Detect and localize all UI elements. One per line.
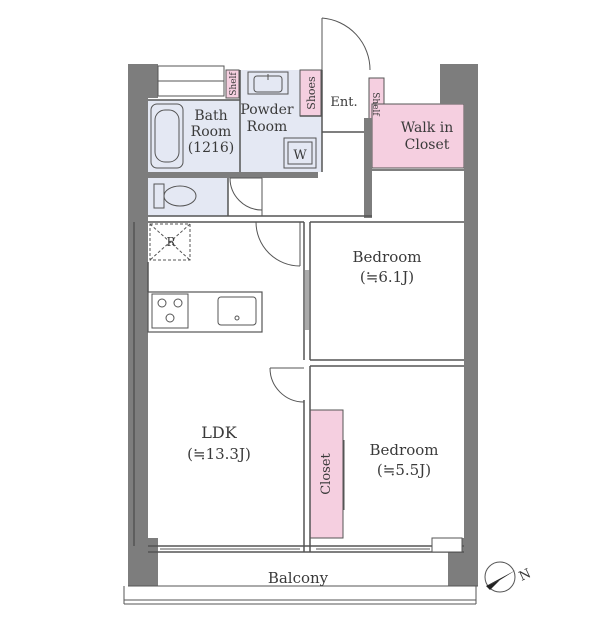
- bath-fill: [148, 100, 240, 172]
- walkin-label-2: Closet: [405, 137, 450, 153]
- sink-icon: [247, 71, 289, 95]
- washer-label: W: [293, 148, 307, 163]
- walkin-fill: [371, 103, 465, 169]
- closet-label: Closet: [319, 452, 334, 494]
- shoes-label: Shoes: [305, 76, 318, 110]
- bath-label: Bath: [194, 108, 227, 124]
- room-fills: [132, 69, 465, 539]
- refrigerator-box: [149, 223, 191, 261]
- ldk-label: LDK: [201, 423, 237, 442]
- bedroom1-label: Bedroom: [353, 248, 422, 266]
- walkin-label: Walk in: [401, 120, 453, 136]
- balcony-label: Balcony: [268, 569, 329, 587]
- shelf-ent-label: Shelf: [370, 92, 380, 116]
- bath-size: (1216): [188, 140, 235, 156]
- balcony-windows: [160, 537, 463, 553]
- toilet-icon: [153, 183, 197, 209]
- bedroom1-size: (≒6.1J): [360, 268, 414, 286]
- bathtub-icon: [150, 103, 184, 169]
- window-top: [157, 65, 225, 97]
- bath-label-2: Room: [191, 124, 232, 140]
- balcony: [123, 585, 478, 605]
- entrance-label: Ent.: [330, 95, 357, 110]
- compass: N: [484, 561, 534, 593]
- labels: Bath Room (1216) Powder Room W Shelf Sho…: [166, 72, 453, 587]
- washer-box: [283, 137, 317, 169]
- compass-arrow-icon: [486, 570, 516, 586]
- compass-label: N: [517, 566, 534, 584]
- doors: [229, 17, 371, 510]
- bedroom2-size: (≒5.5J): [377, 461, 431, 479]
- shelf-top-fill: [225, 69, 240, 99]
- powder-label: Powder: [240, 102, 294, 118]
- shelf-top-label: Shelf: [229, 72, 239, 96]
- powder-label-2: Room: [247, 119, 288, 135]
- kitchen-sink-icon: [217, 296, 257, 326]
- bedroom2-label: Bedroom: [370, 441, 439, 459]
- toilet-fill: [148, 176, 228, 216]
- ldk-size: (≒13.3J): [187, 445, 251, 463]
- interior-walls: [133, 70, 464, 553]
- refrigerator-label: R: [166, 235, 176, 249]
- closet-fill: [309, 409, 344, 539]
- stove-icon: [151, 293, 189, 329]
